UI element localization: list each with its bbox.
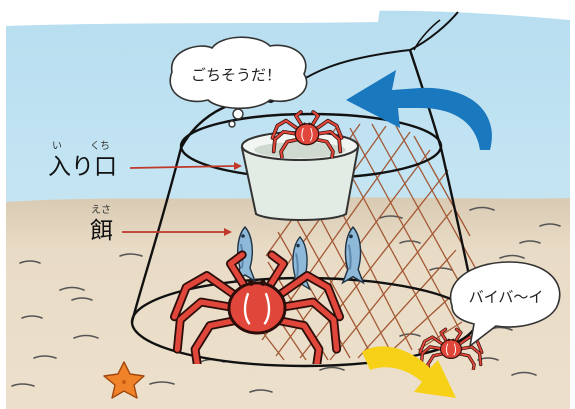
sand-ripples xyxy=(11,206,561,393)
entrance-label: 入り口 xyxy=(48,154,117,180)
blue-arrow-icon xyxy=(346,70,492,150)
yellow-arrow-icon xyxy=(362,346,456,398)
thought-bubble: ごちそうだ！ xyxy=(169,36,308,128)
bait-label: 餌 xyxy=(90,218,113,244)
speech-bubble-text: バイバ～イ xyxy=(469,288,544,306)
label-pointer-lines xyxy=(122,162,242,236)
entrance-ruby-i: い xyxy=(52,141,62,152)
entrance-ruby-kuchi: くち xyxy=(90,141,110,152)
thought-bubble-text: ごちそうだ！ xyxy=(191,66,281,84)
speech-bubble: バイバ～イ xyxy=(449,261,561,348)
starfish-icon xyxy=(103,361,145,399)
bait-ruby: えさ xyxy=(91,205,111,216)
